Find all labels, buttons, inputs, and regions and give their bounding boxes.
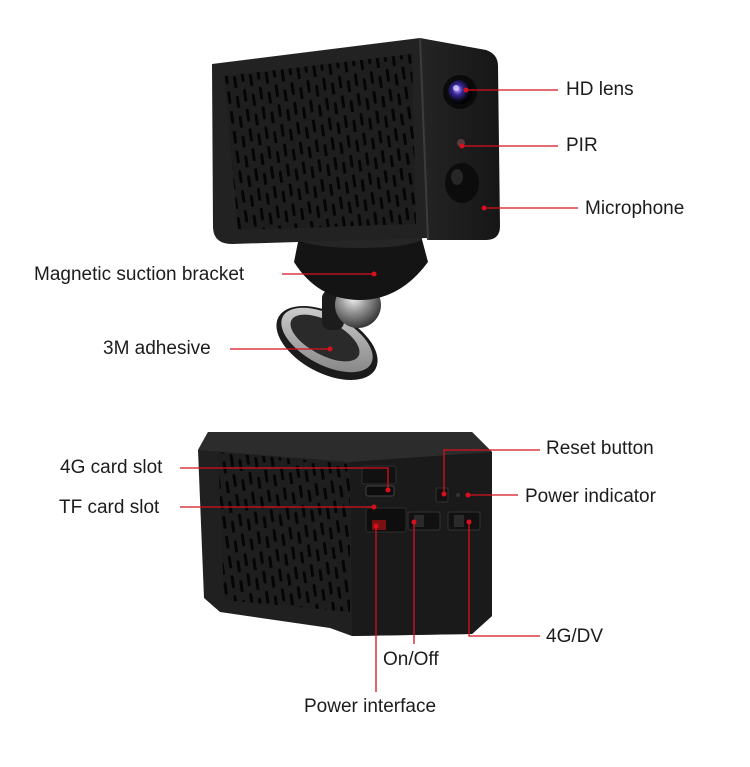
label-reset-button: Reset button <box>546 438 654 459</box>
camera-body-top <box>212 37 500 244</box>
port-panel-image <box>361 465 481 533</box>
callout-4g-dv <box>468 522 540 637</box>
label-hd-lens: HD lens <box>566 79 634 100</box>
label-magnetic-bracket: Magnetic suction bracket <box>34 264 245 285</box>
callout-reset <box>443 449 540 494</box>
label-power-indicator: Power indicator <box>525 486 656 507</box>
label-power-interface: Power interface <box>304 696 437 717</box>
label-tf-card-slot: TF card slot <box>59 497 160 518</box>
top-camera <box>212 37 500 380</box>
bottom-camera <box>198 432 492 636</box>
label-4g-card-slot: 4G card slot <box>60 457 163 478</box>
label-microphone: Microphone <box>585 198 685 219</box>
callout-lines <box>180 87 578 692</box>
label-on-off: On/Off <box>383 649 439 670</box>
label-4g-dv: 4G/DV <box>546 626 604 647</box>
label-pir: PIR <box>566 135 598 156</box>
callout-4g-card-slot <box>180 467 389 490</box>
label-adhesive: 3M adhesive <box>103 338 211 359</box>
